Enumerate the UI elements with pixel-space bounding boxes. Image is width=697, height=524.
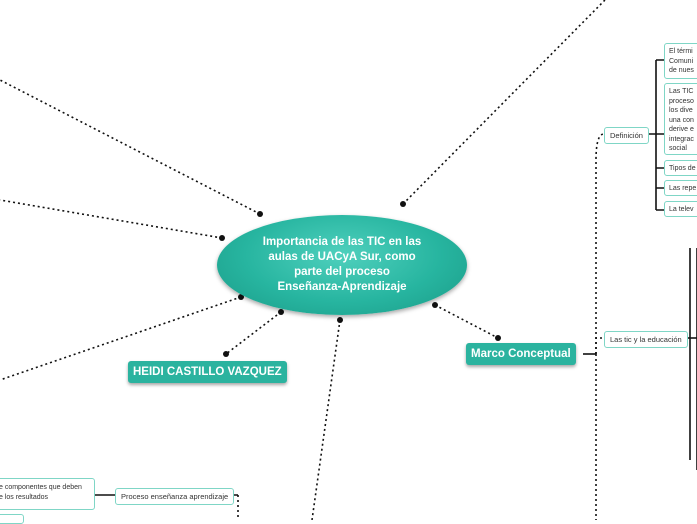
central-line-3: parte del proceso — [294, 266, 390, 278]
connector-author — [225, 311, 282, 355]
proceso-leaf[interactable]: e componentes que deben e los resultados — [0, 478, 95, 510]
connector-top-left — [0, 79, 261, 215]
leaf-2-line-1: Las TIC — [669, 88, 694, 95]
connector-left — [0, 199, 223, 239]
central-line-1: Importancia de las TIC en las — [262, 236, 422, 248]
tic-educacion-node[interactable]: Las tic y la educación — [604, 331, 688, 348]
connector-definicion — [595, 133, 605, 354]
definicion-leaf-4[interactable]: Las repe — [664, 180, 697, 196]
leaf-2-line-7: social — [669, 145, 687, 152]
definicion-leaf-3[interactable]: Tipos de — [664, 160, 697, 176]
central-topic[interactable]: Importancia de las TIC en las aulas de U… — [217, 215, 467, 315]
connector-marco — [434, 304, 499, 339]
proceso-leaf-2-edge[interactable] — [0, 514, 24, 524]
leaf-1-line-3: de nues — [669, 67, 694, 74]
leaf-2-line-3: los dive — [669, 107, 693, 114]
proceso-leaf-line-1: e componentes que deben — [0, 484, 82, 491]
leaf-2-line-6: integrac — [669, 135, 694, 143]
connector-right-bus — [689, 248, 697, 470]
connector-top-right — [402, 0, 606, 205]
leaf-2-line-4: una con — [669, 116, 694, 124]
leaf-2-line-5: derive e — [669, 126, 694, 133]
definicion-leaf-1[interactable]: El térmi Comuni de nues — [664, 43, 697, 79]
central-line-2: aulas de UACyA Sur, como — [268, 251, 416, 263]
connector-tic-edu — [595, 337, 604, 354]
author-node[interactable]: HEIDI CASTILLO VAZQUEZ — [128, 361, 287, 383]
definicion-node[interactable]: Definición — [604, 127, 649, 144]
leaf-1-line-1: El térmi — [669, 48, 693, 55]
marco-conceptual-node[interactable]: Marco Conceptual — [466, 343, 576, 365]
proceso-ensenanza-node[interactable]: Proceso enseñanza aprendizaje — [115, 488, 235, 505]
connector-def-leaves — [648, 59, 664, 211]
proceso-leaf-line-2: e los resultados — [0, 493, 49, 501]
definicion-leaf-2[interactable]: Las TIC proceso los dive una con derive … — [664, 83, 697, 155]
connector-bottom — [311, 319, 341, 520]
definicion-leaf-5[interactable]: La telev — [664, 201, 697, 217]
central-line-4: Enseñanza-Aprendizaje — [277, 281, 407, 293]
leaf-1-line-2: Comuni — [669, 57, 694, 65]
leaf-2-line-2: proceso — [669, 97, 694, 105]
